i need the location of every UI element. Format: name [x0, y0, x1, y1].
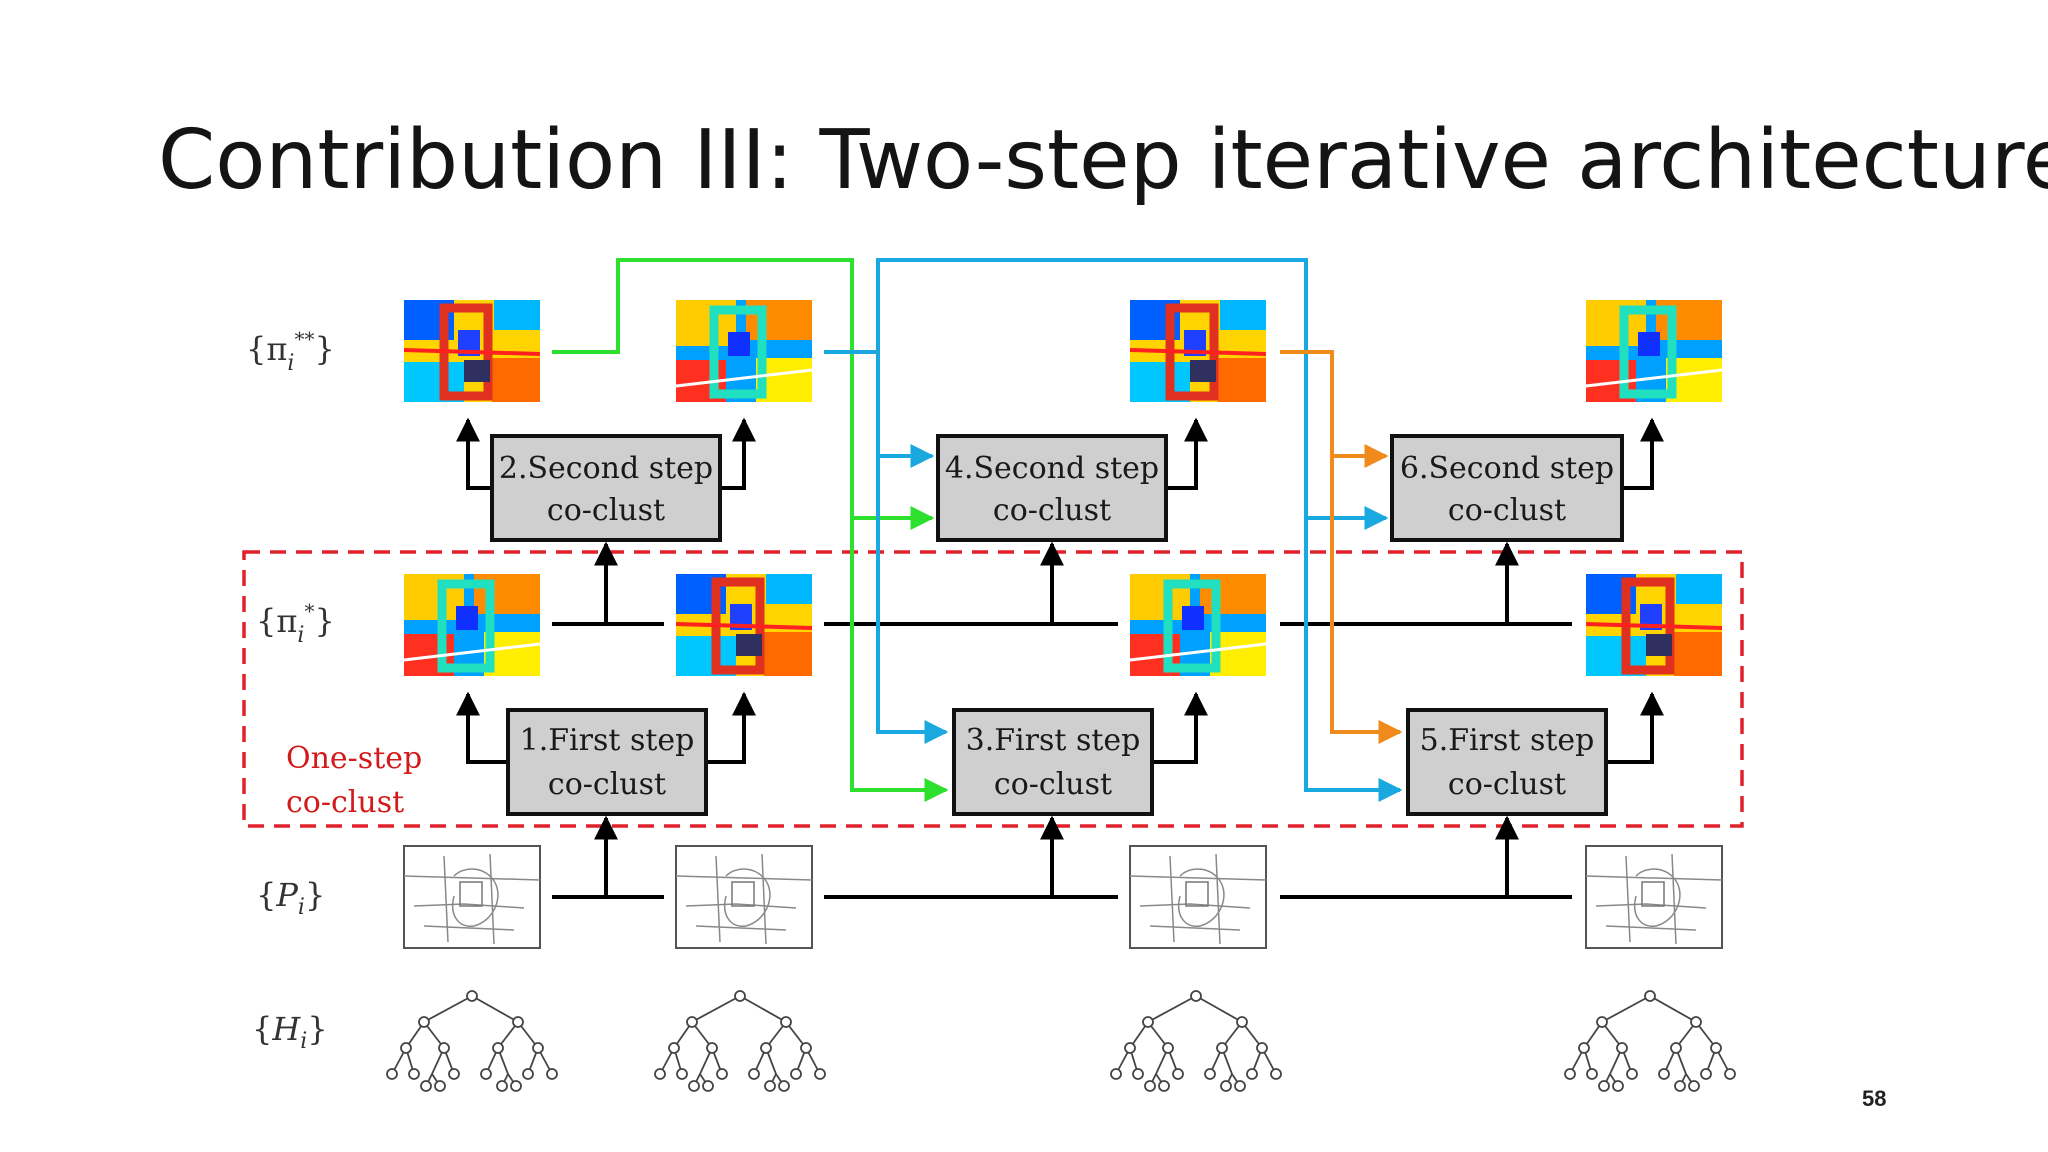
box-6-line2: co-clust	[1448, 493, 1566, 528]
row-label-partitions: {Pi}	[256, 876, 325, 920]
partition-image-3	[1129, 845, 1267, 949]
box-4-second-step: 4.Second step co-clust	[936, 434, 1168, 542]
box-6-line1: 6.Second step	[1400, 451, 1614, 486]
box-1-first-step: 1.First step co-clust	[506, 708, 708, 816]
partition-image-1	[403, 845, 541, 949]
box-2-second-step: 2.Second step co-clust	[490, 434, 722, 542]
box-3-line1: 3.First step	[966, 723, 1141, 758]
box-3-line2: co-clust	[994, 767, 1112, 802]
box-6-second-step: 6.Second step co-clust	[1390, 434, 1624, 542]
box-2-line2: co-clust	[547, 493, 665, 528]
hierarchy-tree-3	[1110, 990, 1282, 1092]
pi-double-star-image-2	[676, 300, 812, 402]
hierarchy-tree-2	[654, 990, 826, 1092]
hierarchy-tree-4	[1564, 990, 1736, 1092]
one-step-region	[242, 550, 1744, 828]
pi-star-image-2	[676, 574, 812, 676]
orange-route	[1280, 350, 1403, 744]
pi-star-image-1	[404, 574, 540, 676]
pi-star-image-3	[1130, 574, 1266, 676]
green-route	[552, 258, 949, 802]
box-5-line2: co-clust	[1448, 767, 1566, 802]
page-number: 58	[1862, 1086, 1887, 1111]
one-step-label-line2: co-clust	[286, 785, 404, 820]
box-2-line1: 2.Second step	[499, 451, 713, 486]
box-4-line1: 4.Second step	[945, 451, 1159, 486]
pi-star-image-4	[1586, 574, 1722, 676]
partition-image-2	[675, 845, 813, 949]
one-step-label-line1: One-step	[286, 741, 422, 776]
pi-double-star-image-3	[1130, 300, 1266, 402]
row-label-hierarchies: {Hi}	[252, 1010, 328, 1054]
partition-image-4	[1585, 845, 1723, 949]
row-label-pi-star: {πi*}	[256, 599, 335, 648]
pi-double-star-image-1	[404, 300, 540, 402]
row-label-pi-double-star: {πi**}	[246, 327, 335, 376]
box-4-line2: co-clust	[993, 493, 1111, 528]
box-3-first-step: 3.First step co-clust	[952, 708, 1154, 816]
box-5-first-step: 5.First step co-clust	[1406, 708, 1608, 816]
box-5-line1: 5.First step	[1420, 723, 1595, 758]
pi-double-star-image-4	[1586, 300, 1722, 402]
box-1-line2: co-clust	[548, 767, 666, 802]
box-1-line1: 1.First step	[520, 723, 695, 758]
slide-title: Contribution III: Two-step iterative arc…	[158, 113, 2048, 208]
hierarchy-tree-1	[386, 990, 558, 1092]
black-connectors	[456, 417, 1664, 899]
